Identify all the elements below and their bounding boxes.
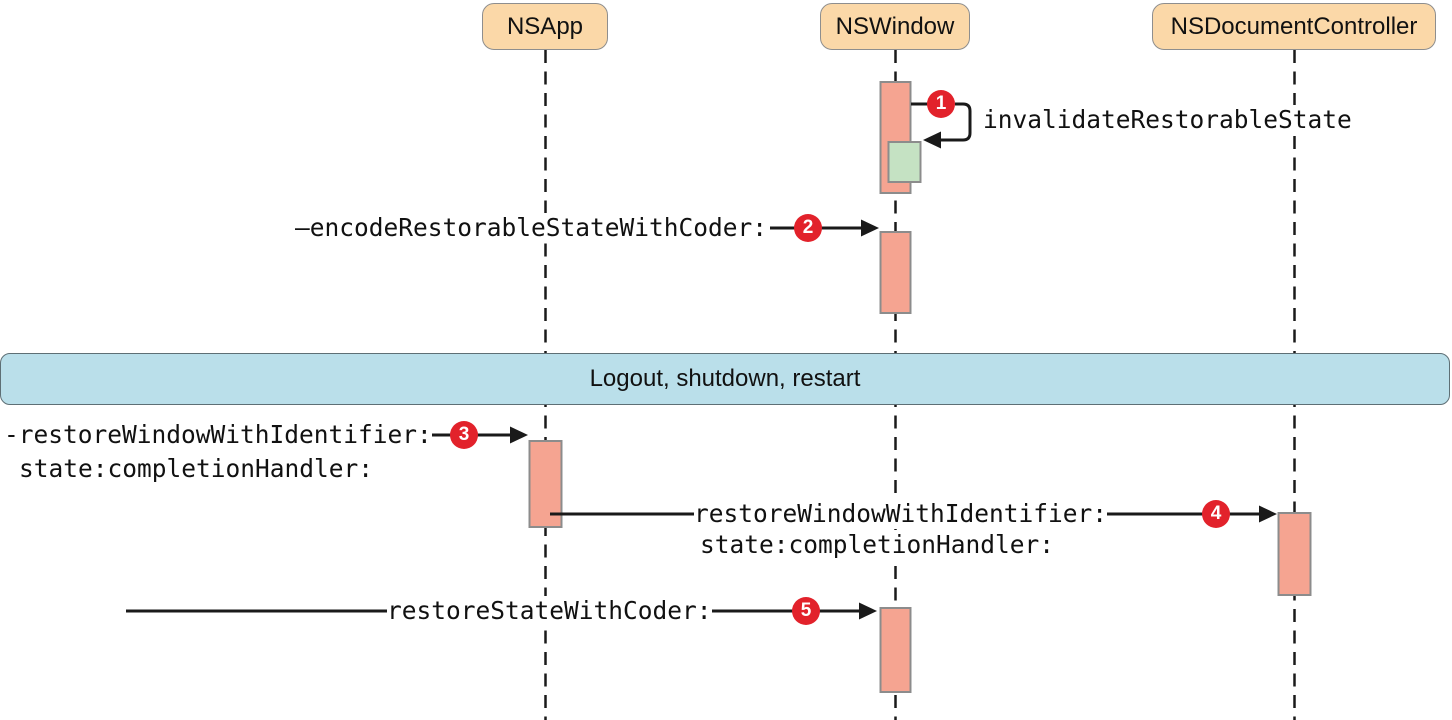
participant-label-nsapp: NSApp (506, 12, 584, 40)
divider-label: Logout, shutdown, restart (589, 365, 861, 392)
step-badge-4: 4 (1202, 500, 1230, 528)
message-4-label-line1: restoreWindowWithIdentifier: (694, 499, 1108, 529)
message-1-self-elbow (940, 102, 972, 142)
message-2-label: —encodeRestorableStateWithCoder: (295, 213, 768, 243)
message-4-arrowhead (1259, 505, 1277, 523)
message-3-label-line2: state:completionHandler: (19, 454, 374, 484)
activation-bars (528, 81, 1312, 693)
message-4-label-line2: state:completionHandler: (700, 530, 1055, 560)
participant-box-nswindow: NSWindow (820, 3, 970, 50)
message-1-label: invalidateRestorableState (983, 105, 1352, 135)
nested-activation-nswindow (887, 141, 922, 183)
activation-nswindow-3 (879, 607, 912, 693)
divider-band: Logout, shutdown, restart (0, 353, 1450, 405)
participant-label-nswindow: NSWindow (835, 12, 955, 40)
step-badge-5: 5 (792, 597, 820, 625)
step-badge-3: 3 (450, 421, 478, 449)
activation-nswindow-2 (879, 231, 912, 314)
participant-label-nsdocumentcontroller: NSDocumentController (1170, 12, 1418, 40)
step-badge-2: 2 (794, 214, 822, 242)
message-1-arrowhead (923, 131, 941, 149)
message-3-arrowhead (510, 426, 528, 444)
message-5-label: restoreStateWithCoder: (387, 596, 712, 626)
message-2-arrowhead (861, 219, 879, 237)
participant-box-nsdocumentcontroller: NSDocumentController (1152, 3, 1436, 50)
message-5-arrowhead (859, 602, 877, 620)
arrowheads (510, 131, 1277, 620)
message-3-label-line1: -restoreWindowWithIdentifier: (4, 420, 432, 450)
step-badge-1: 1 (927, 90, 955, 118)
activation-nsdocumentcontroller (1277, 512, 1312, 596)
participant-box-nsapp: NSApp (482, 3, 608, 50)
